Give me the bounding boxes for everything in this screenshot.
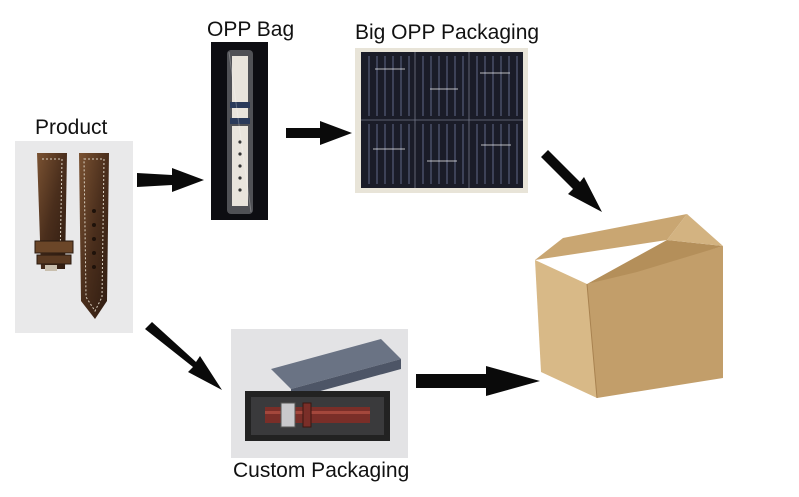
arrow-custom-packaging-to-carton	[416, 366, 540, 396]
arrow-opp-bag-to-big-opp	[286, 121, 352, 145]
arrow-product-to-opp-bag	[137, 168, 204, 192]
arrow-product-to-custom-packaging	[145, 322, 222, 390]
arrow-big-opp-to-carton	[541, 150, 602, 212]
